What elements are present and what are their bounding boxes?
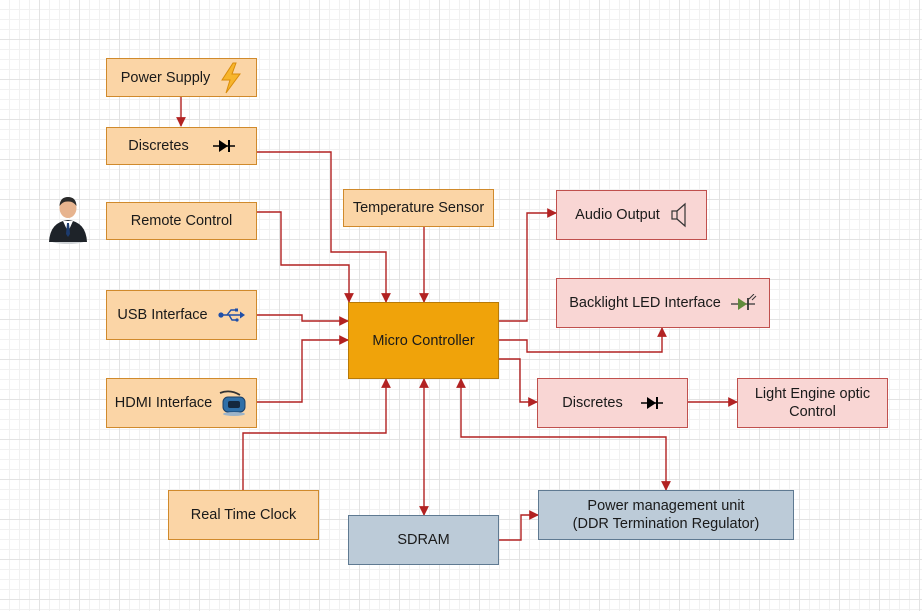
backlight-led-block[interactable]: Backlight LED Interface: [556, 278, 770, 328]
usb-interface-label: USB Interface: [117, 307, 208, 323]
hdmi-adapter-icon: [218, 389, 248, 417]
light-engine-label-line2: Control: [789, 404, 836, 420]
micro-controller-block[interactable]: Micro Controller: [348, 302, 499, 379]
wire-mcu-to-backlight: [498, 327, 667, 353]
wire-remote-to-mcu: [256, 211, 354, 303]
audio-output-label: Audio Output: [575, 207, 660, 223]
power-supply-block[interactable]: Power Supply: [106, 58, 257, 97]
real-time-clock-block[interactable]: Real Time Clock: [168, 490, 319, 540]
hdmi-interface-label: HDMI Interface: [114, 395, 213, 411]
wire-mcu-to-discretes: [498, 358, 538, 407]
power-management-block[interactable]: Power management unit (DDR Termination R…: [538, 490, 794, 540]
discretes-right-block[interactable]: Discretes: [537, 378, 688, 428]
discretes-top-label: Discretes: [128, 138, 189, 154]
wire-mcu-power-management: [456, 378, 671, 491]
wire-usb-to-mcu: [256, 314, 349, 326]
micro-controller-label: Micro Controller: [372, 332, 475, 349]
lightning-bolt-icon: [220, 62, 242, 94]
real-time-clock-label: Real Time Clock: [190, 507, 297, 523]
discretes-right-label: Discretes: [562, 395, 623, 411]
wire-mcu-to-audio: [498, 208, 557, 322]
person-icon: [46, 192, 90, 249]
sdram-block[interactable]: SDRAM: [348, 515, 499, 565]
light-engine-label-line1: Light Engine optic: [754, 386, 871, 402]
power-management-label-line2: (DDR Termination Regulator): [572, 516, 760, 532]
light-engine-block[interactable]: Light Engine optic Control: [737, 378, 888, 428]
wire-rtc-to-mcu: [242, 378, 391, 490]
led-icon: [730, 294, 757, 312]
power-management-label-line1: Power management unit: [587, 498, 745, 514]
wire-hdmi-to-mcu: [256, 335, 349, 403]
power-supply-label: Power Supply: [120, 69, 211, 86]
diode-icon: [212, 139, 235, 153]
remote-control-label: Remote Control: [130, 213, 233, 229]
sdram-label: SDRAM: [397, 532, 450, 548]
discretes-top-block[interactable]: Discretes: [106, 127, 257, 165]
usb-icon: [218, 307, 246, 323]
diode-icon: [640, 396, 663, 410]
wire-discretes-to-mcu: [256, 151, 391, 303]
backlight-led-label: Backlight LED Interface: [569, 295, 721, 311]
audio-output-block[interactable]: Audio Output: [556, 190, 707, 240]
remote-control-block[interactable]: Remote Control: [106, 202, 257, 240]
wire-sdram-to-power-management: [498, 510, 539, 541]
speaker-icon: [670, 202, 688, 228]
temperature-sensor-block[interactable]: Temperature Sensor: [343, 189, 494, 227]
temperature-sensor-label: Temperature Sensor: [352, 200, 485, 216]
hdmi-interface-block[interactable]: HDMI Interface: [106, 378, 257, 428]
usb-interface-block[interactable]: USB Interface: [106, 290, 257, 340]
